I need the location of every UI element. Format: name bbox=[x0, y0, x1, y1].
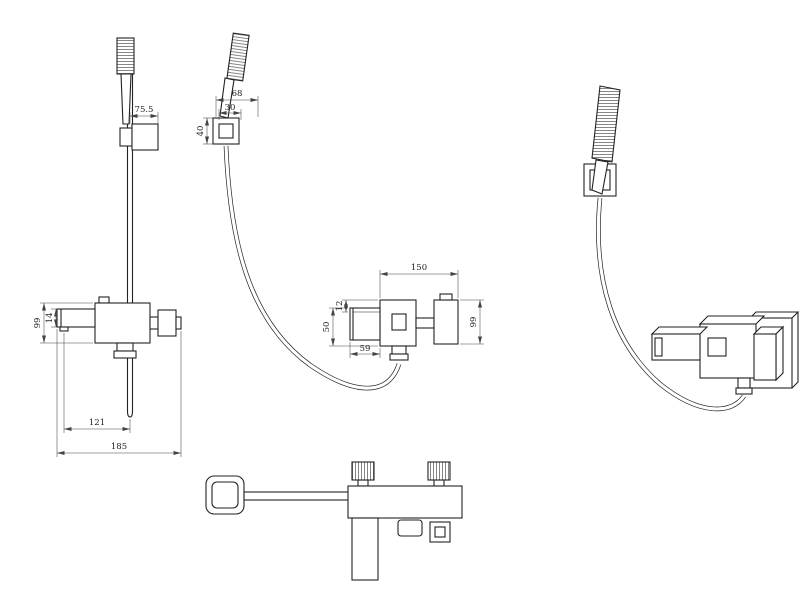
dim-body-height-center: 99 bbox=[460, 299, 484, 345]
dim-label-bracket-height: 40 bbox=[196, 126, 206, 137]
dim-label-body-height-front: 99 bbox=[33, 318, 43, 329]
view-perspective bbox=[583, 85, 800, 412]
dim-label-spout-width: 59 bbox=[360, 344, 371, 354]
mixer-body-center bbox=[349, 293, 459, 361]
view-front: 75.5 99 14 121 185 bbox=[33, 37, 182, 457]
dim-label-head-length: 68 bbox=[232, 89, 243, 99]
dim-label-spout-height: 14 bbox=[45, 313, 55, 324]
dim-label-spout-to-bar: 121 bbox=[89, 418, 105, 428]
dim-label-body-height-center: 99 bbox=[469, 317, 479, 328]
dim-spout-height: 14 bbox=[45, 308, 58, 328]
dim-label-bracket-offset: 75.5 bbox=[135, 105, 154, 115]
hand-shower-perspective bbox=[591, 85, 621, 195]
mixer-body-front bbox=[56, 296, 182, 418]
dim-spout-to-bar: 121 bbox=[63, 333, 131, 433]
shower-hose-side bbox=[223, 145, 402, 391]
view-side: 68 30 40 bbox=[196, 32, 402, 391]
view-top bbox=[205, 461, 463, 581]
hand-shower-front bbox=[116, 37, 135, 125]
mixer-body-top bbox=[347, 461, 463, 581]
slide-bar-top bbox=[243, 491, 353, 501]
dim-label-top-offset: 12 bbox=[335, 301, 345, 312]
dim-handle-spacing: 150 bbox=[379, 263, 459, 298]
dim-spout-width: 59 bbox=[349, 342, 381, 358]
dim-label-overall-width: 185 bbox=[111, 442, 127, 452]
dim-head-length: 68 bbox=[215, 89, 259, 117]
shower-hose-perspective bbox=[596, 197, 746, 412]
dim-bracket-offset: 75.5 bbox=[129, 105, 159, 124]
shower-bracket-front bbox=[119, 123, 159, 151]
shower-head-top bbox=[205, 475, 245, 515]
hand-shower-side bbox=[212, 32, 250, 145]
dim-top-offset: 12 bbox=[335, 299, 378, 313]
dim-label-bracket-width: 30 bbox=[225, 103, 236, 113]
dim-body-height-front: 99 bbox=[33, 302, 93, 344]
view-front-mixer: 150 99 50 12 59 bbox=[322, 263, 484, 361]
dim-label-left-height: 50 bbox=[322, 322, 332, 333]
dim-overall-width: 185 bbox=[56, 329, 182, 457]
dim-label-handle-spacing: 150 bbox=[411, 263, 427, 273]
mixer-perspective bbox=[650, 311, 800, 395]
dim-bracket-width: 30 bbox=[218, 103, 242, 120]
dim-bracket-height: 40 bbox=[196, 117, 213, 145]
